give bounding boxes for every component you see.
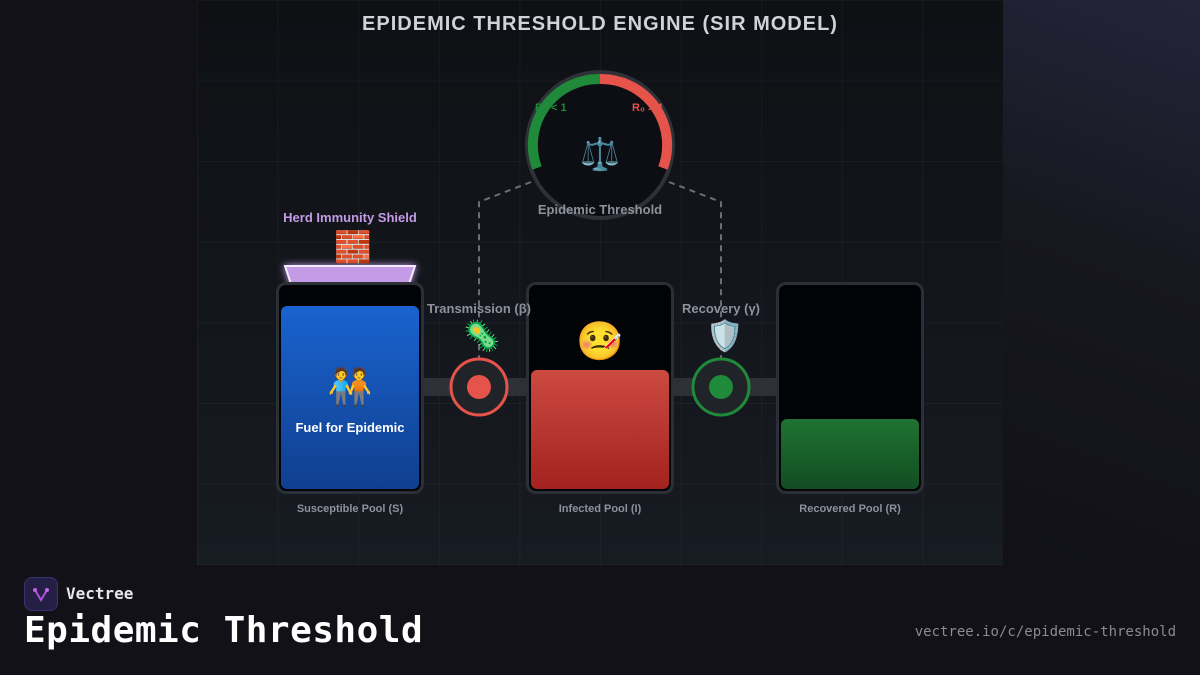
diagram-canvas xyxy=(283,70,780,417)
transmission-valve[interactable] xyxy=(449,357,509,417)
recovered-label: Recovered Pool (R) xyxy=(799,503,901,515)
brick-icon: 🧱 xyxy=(334,231,372,264)
balance-scale-icon: ⚖️ xyxy=(580,136,620,172)
footer-url[interactable]: vectree.io/c/epidemic-threshold xyxy=(914,624,1176,640)
gauge-link-recovery xyxy=(668,181,722,360)
gauge-link-transmission xyxy=(478,181,532,360)
recovery-label: Recovery (γ) xyxy=(681,301,761,316)
infected-tank: 🤒 xyxy=(526,282,674,494)
footer-heading: Epidemic Threshold xyxy=(24,610,424,651)
microbe-icon: 🦠 xyxy=(463,320,501,353)
infected-fill xyxy=(531,370,669,489)
page-title: EPIDEMIC THRESHOLD ENGINE (SIR MODEL) xyxy=(362,13,838,35)
gauge-high-label: R₀ > 1 xyxy=(632,102,664,114)
face-with-thermometer-icon: 🤒 xyxy=(576,321,624,363)
people-holding-hands-icon: 🧑‍🤝‍🧑 xyxy=(327,366,373,407)
shield-icon: 🛡️ xyxy=(706,320,744,353)
susceptible-inner-label: Fuel for Epidemic xyxy=(295,420,405,435)
gauge-ring xyxy=(525,70,675,220)
infected-label: Infected Pool (I) xyxy=(558,503,642,515)
recovered-tank xyxy=(776,282,924,494)
background-left xyxy=(0,0,197,565)
background-right xyxy=(1003,0,1200,565)
gauge-arc-low xyxy=(527,73,601,170)
shield-label: Herd Immunity Shield xyxy=(283,210,417,225)
brand-name: Vectree xyxy=(66,584,134,603)
gauge-low-label: R₀ < 1 xyxy=(535,102,567,114)
recovered-fill xyxy=(781,419,919,489)
recovery-valve[interactable] xyxy=(691,357,751,417)
susceptible-label: Susceptible Pool (S) xyxy=(296,503,404,515)
susceptible-tank: 🧑‍🤝‍🧑 Fuel for Epidemic xyxy=(276,282,424,494)
gauge-arc-high xyxy=(599,73,673,170)
gauge-label: Epidemic Threshold xyxy=(537,202,663,217)
transmission-label: Transmission (β) xyxy=(426,301,531,316)
vectree-logo xyxy=(24,577,58,611)
susceptible-fill xyxy=(281,306,419,489)
threshold-gauge xyxy=(525,70,675,220)
